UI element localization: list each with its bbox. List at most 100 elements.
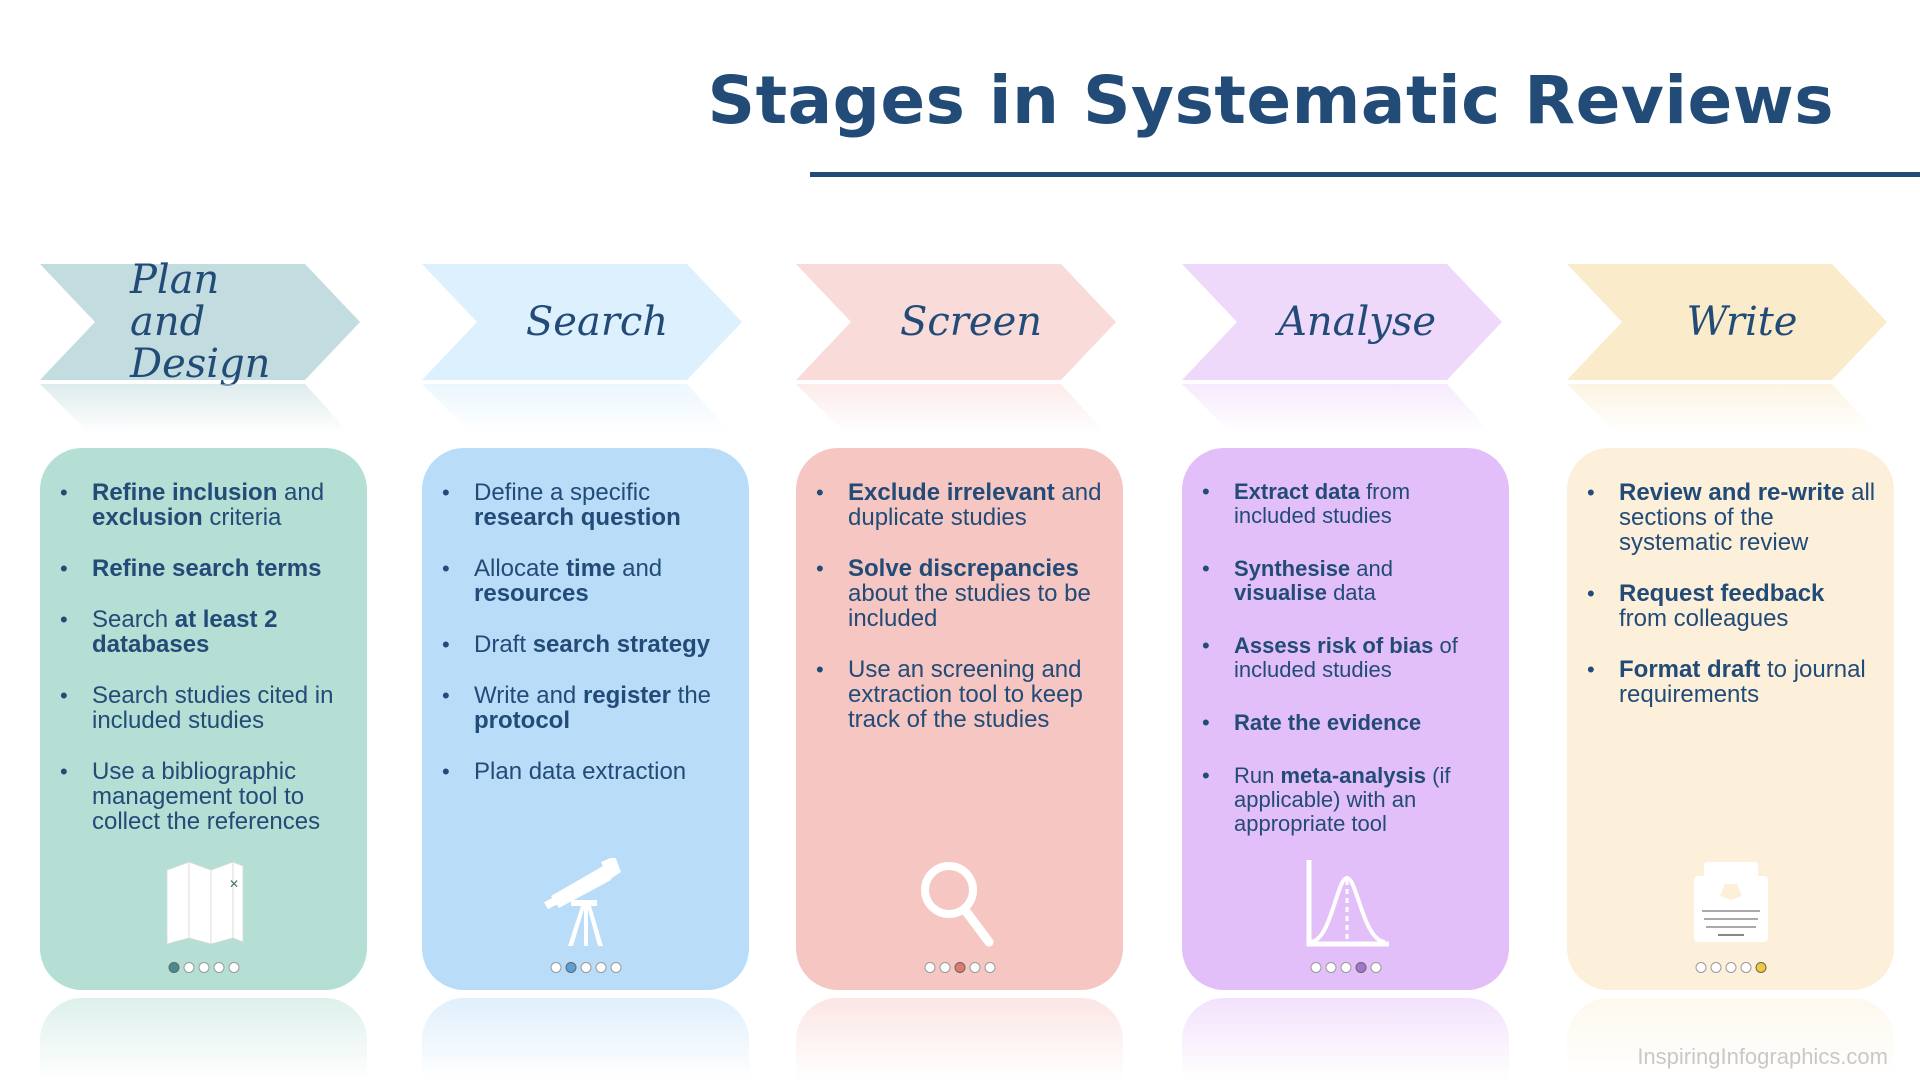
bullet-text-bold: time <box>566 555 616 582</box>
bullet-text-bold: Rate the evidence <box>1234 710 1422 735</box>
bullet-item: Synthesise and visualise data <box>1202 557 1491 605</box>
progress-dot <box>595 962 606 973</box>
stage-progress-dots <box>168 962 239 973</box>
bullet-text: and duplicate studies <box>848 479 1102 531</box>
bullet-text-bold: Solve discrepancies <box>848 555 1079 582</box>
stage-card: Exclude irrelevant and duplicate studies… <box>796 448 1123 990</box>
bullet-text: criteria <box>202 504 282 531</box>
bullet-text-bold: Exclude irrelevant <box>848 479 1055 506</box>
bullet-item: Request feedback from colleagues <box>1587 581 1876 631</box>
bullet-text: Run <box>1234 763 1281 788</box>
bullet-text-bold: Refine inclusion <box>92 479 278 506</box>
bullet-item: Refine search terms <box>60 556 349 581</box>
bullet-item: Assess risk of bias of included studies <box>1202 634 1491 682</box>
bullet-list: Extract data from included studiesSynthe… <box>1182 448 1509 836</box>
progress-dot <box>610 962 621 973</box>
bullet-text: Search <box>92 606 175 633</box>
stage-column: Search Define a specific research questi… <box>422 0 762 1080</box>
bullet-item: Use a bibliographic management tool to c… <box>60 759 349 834</box>
card-reflection <box>40 998 367 1080</box>
bullet-text-bold: Request feedback <box>1619 580 1825 607</box>
bullet-text: and <box>615 555 663 582</box>
stage-card: Refine inclusion and exclusion criteriaR… <box>40 448 367 990</box>
bullet-text: Plan data extraction <box>474 758 687 785</box>
bullet-item: Exclude irrelevant and duplicate studies <box>816 480 1105 530</box>
bullet-list: Refine inclusion and exclusion criteriaR… <box>40 448 367 834</box>
bullet-item: Review and re-write all sections of the … <box>1587 480 1876 555</box>
stage-column: Analyse Extract data from included studi… <box>1182 0 1522 1080</box>
stage-progress-dots <box>924 962 995 973</box>
folded-map-icon: ✕ <box>159 858 249 948</box>
bullet-text: Draft <box>474 631 533 658</box>
bullet-text: and <box>1350 556 1393 581</box>
bullet-item: Plan data extraction <box>442 759 731 784</box>
progress-dot <box>1310 962 1321 973</box>
bullet-item: Refine inclusion and exclusion criteria <box>60 480 349 530</box>
chevron-shape <box>1567 264 1887 380</box>
stage-chevron: Screen <box>796 264 1116 380</box>
bullet-text: Write and <box>474 682 583 709</box>
bullet-text-bold: resources <box>474 580 589 607</box>
bullet-text: all sections of the systematic review <box>1619 479 1876 556</box>
bullet-text: from included studies <box>1234 479 1411 528</box>
bullet-item: Search studies cited in included studies <box>60 683 349 733</box>
title-underline <box>810 172 1920 177</box>
bullet-text-bold: meta-analysis <box>1280 763 1427 788</box>
svg-text:✕: ✕ <box>229 877 239 891</box>
bullet-list: Review and re-write all sections of the … <box>1567 448 1894 707</box>
stage-progress-dots <box>1310 962 1381 973</box>
telescope-icon <box>541 856 631 948</box>
progress-dot <box>550 962 561 973</box>
chevron-reflection <box>40 384 360 434</box>
chevron-reflection <box>422 384 742 434</box>
chevron-shape <box>40 264 360 380</box>
progress-dot <box>984 962 995 973</box>
bullet-text-bold: exclusion <box>92 504 203 531</box>
stage-column: Write Review and re-write all sections o… <box>1567 0 1907 1080</box>
chevron-shape <box>422 264 742 380</box>
chevron-reflection <box>1182 384 1502 434</box>
progress-dot <box>1725 962 1736 973</box>
progress-dot-active <box>1755 962 1766 973</box>
bullet-item: Extract data from included studies <box>1202 480 1491 528</box>
stage-chevron: Search <box>422 264 742 380</box>
stage-progress-dots <box>550 962 621 973</box>
stage-column: Plan and Design Refine inclusion and exc… <box>40 0 380 1080</box>
bullet-text: about the studies to be included <box>848 580 1091 632</box>
bullet-text-bold: Review and re-write <box>1619 479 1845 506</box>
bullet-text: data <box>1326 580 1376 605</box>
progress-dot <box>183 962 194 973</box>
stage-card: Define a specific research questionAlloc… <box>422 448 749 990</box>
stage-card: Review and re-write all sections of the … <box>1567 448 1894 990</box>
bullet-text-bold: visualise <box>1234 580 1327 605</box>
bullet-text-bold: register <box>582 682 671 709</box>
card-reflection <box>1567 998 1894 1080</box>
stage-title: Analyse <box>1277 299 1437 345</box>
progress-dot <box>1370 962 1381 973</box>
bullet-text-bold: at least 2 databases <box>92 606 278 658</box>
page-title: Stages in Systematic Reviews <box>707 62 1834 139</box>
bullet-text-bold: Format draft <box>1619 656 1761 683</box>
progress-dot-active <box>954 962 965 973</box>
bullet-item: Define a specific research question <box>442 480 731 530</box>
magnifying-glass-icon <box>915 858 1005 948</box>
stage-chevron: Plan and Design <box>40 259 360 385</box>
typewriter-icon <box>1686 858 1776 948</box>
bullet-text-bold: Refine search terms <box>92 555 322 582</box>
stage-card: Extract data from included studiesSynthe… <box>1182 448 1509 990</box>
bullet-item: Solve discrepancies about the studies to… <box>816 556 1105 631</box>
bullet-text-bold: Synthesise <box>1234 556 1351 581</box>
bullet-item: Write and register the protocol <box>442 683 731 733</box>
stage-chevron: Analyse <box>1182 264 1502 380</box>
bullet-text-bold: Assess risk of bias <box>1234 633 1434 658</box>
chevron-reflection <box>796 384 1116 434</box>
card-reflection <box>796 998 1123 1080</box>
bullet-text: (if applicable) with an appropriate tool <box>1234 763 1451 836</box>
progress-dot <box>1710 962 1721 973</box>
bullet-text: of included studies <box>1234 633 1458 682</box>
progress-dot-active <box>565 962 576 973</box>
progress-dot <box>1325 962 1336 973</box>
bullet-item: Search at least 2 databases <box>60 607 349 657</box>
bullet-text: to journal requirements <box>1619 656 1866 708</box>
bullet-item: Run meta-analysis (if applicable) with a… <box>1202 764 1491 836</box>
